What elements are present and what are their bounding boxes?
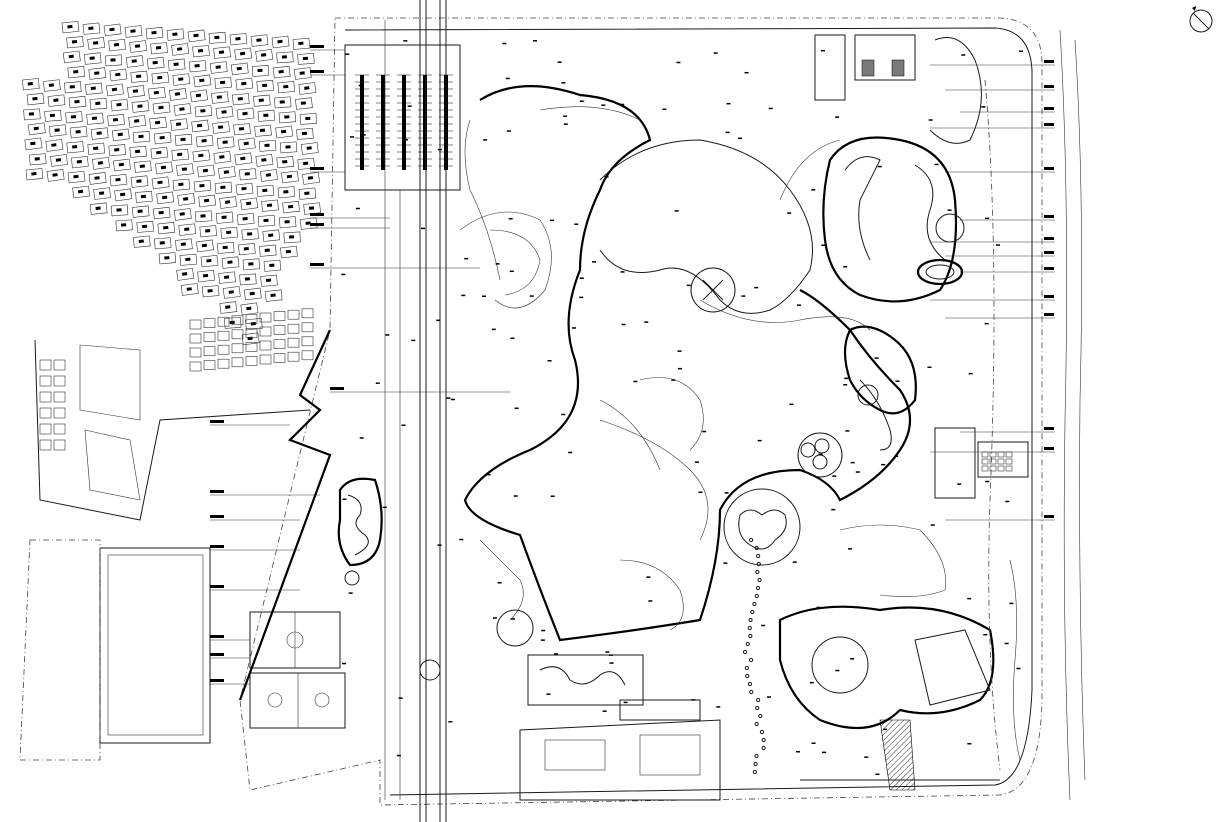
parking-lot — [344, 44, 461, 191]
east-lake — [843, 325, 917, 451]
winding-paths — [419, 79, 1021, 771]
sports-fields — [249, 611, 346, 729]
east-pond — [822, 136, 965, 303]
railway-lines — [384, 0, 447, 822]
residential-blocks — [22, 20, 321, 451]
survey-marks — [341, 40, 1024, 776]
south-buildings — [519, 654, 721, 801]
west-block — [34, 329, 332, 701]
annotation-leaders — [210, 45, 1055, 685]
west-building — [19, 539, 211, 761]
northeast-buildings — [814, 34, 1029, 499]
central-pavilion — [690, 267, 843, 566]
north-arrow-icon — [1189, 6, 1213, 33]
southeast-complex — [778, 605, 1000, 791]
central-lake — [463, 85, 911, 642]
water-maze — [337, 477, 383, 586]
site-boundary — [239, 17, 1086, 806]
